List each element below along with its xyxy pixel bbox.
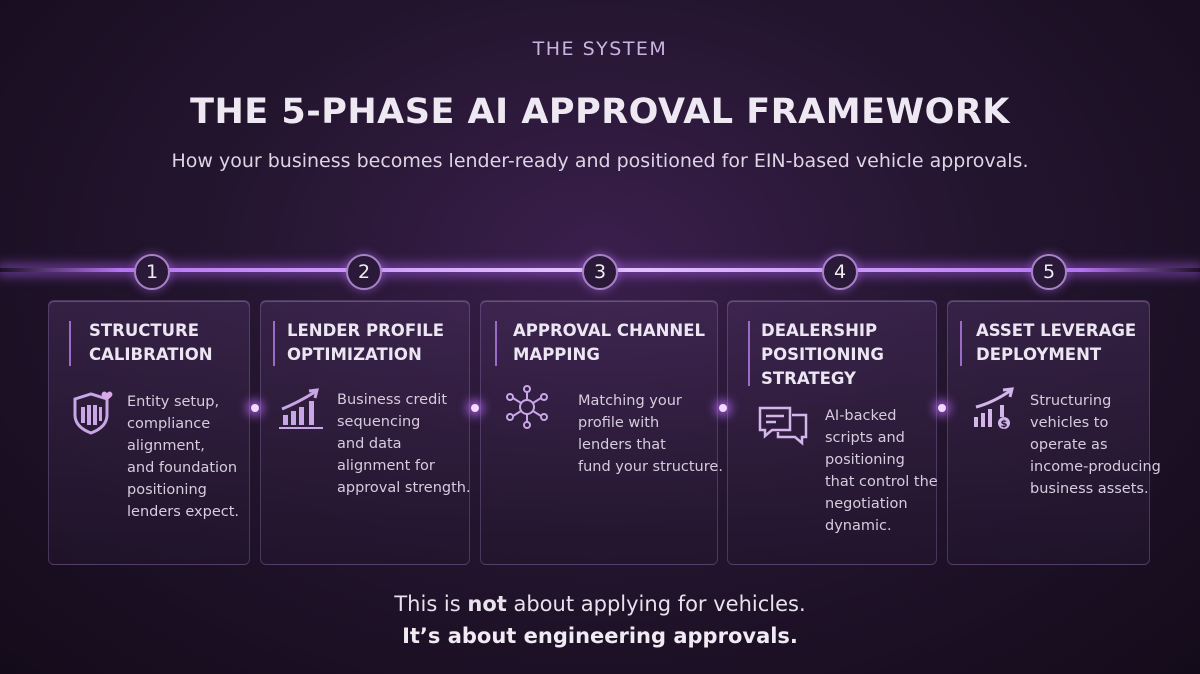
growth-chart-icon <box>279 388 323 429</box>
shield-chart-icon <box>73 391 113 435</box>
phase-number-1: 1 <box>134 254 170 290</box>
phase-number-4: 4 <box>822 254 858 290</box>
dollar-growth-icon: $ <box>974 387 1014 430</box>
accent-bar <box>960 321 962 366</box>
kicker: THE SYSTEM <box>532 38 668 60</box>
svg-text:$: $ <box>1001 419 1008 430</box>
phase-number-2: 2 <box>346 254 382 290</box>
connector-glow <box>719 404 727 412</box>
phase-number-5: 5 <box>1031 254 1067 290</box>
chat-bubbles-icon <box>758 406 808 446</box>
accent-bar <box>495 321 497 366</box>
connector-glow <box>471 404 479 412</box>
footer-line-2: It’s about engineering approvals. <box>402 624 798 648</box>
connector-glow <box>938 404 946 412</box>
phase-number-3: 3 <box>582 254 618 290</box>
accent-bar <box>69 321 71 366</box>
accent-bar <box>273 321 275 366</box>
footer-line-1: This is not about applying for vehicles. <box>394 592 806 616</box>
page-title: THE 5-PHASE AI APPROVAL FRAMEWORK <box>190 92 1010 132</box>
connector-glow <box>251 404 259 412</box>
subtitle: How your business becomes lender-ready a… <box>171 150 1029 172</box>
network-icon <box>506 385 548 429</box>
accent-bar <box>748 321 750 386</box>
